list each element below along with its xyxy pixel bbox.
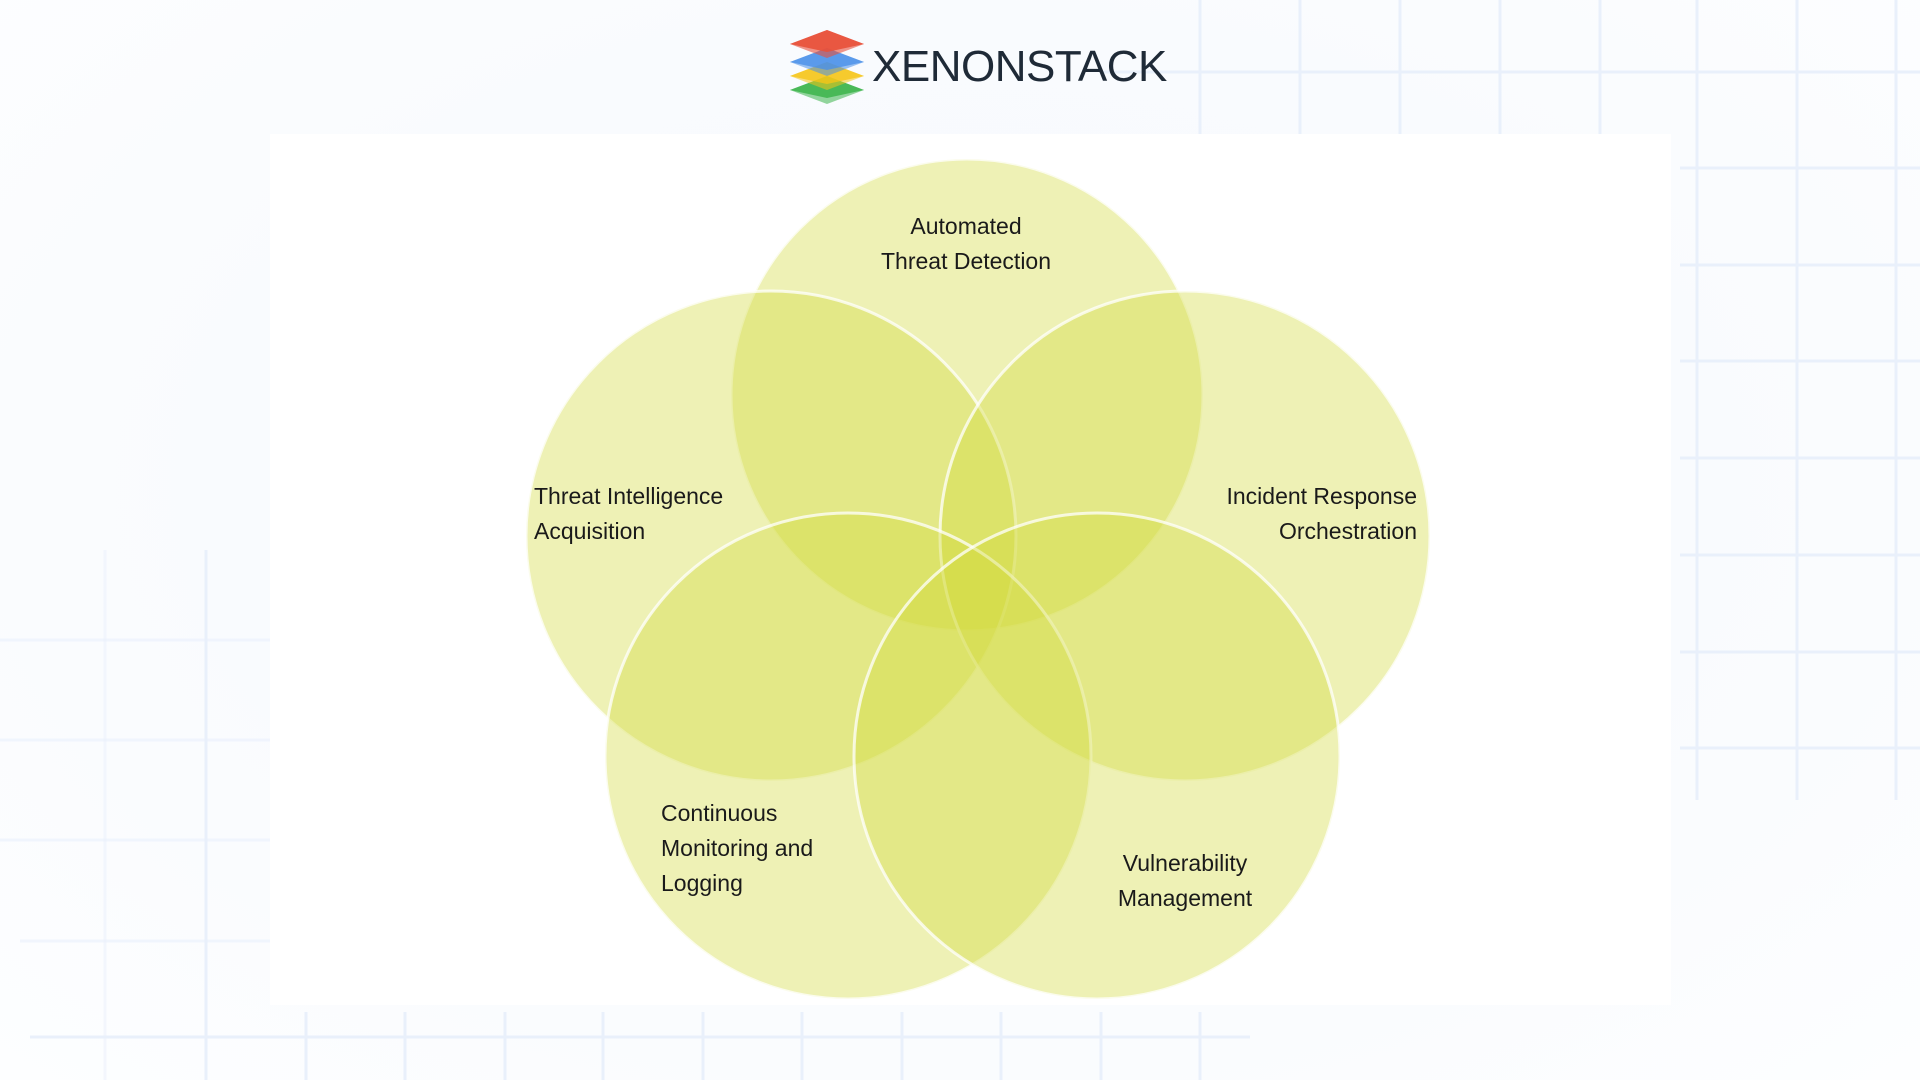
stacked-layers-logo-icon	[790, 30, 864, 104]
diagram-card	[270, 134, 1671, 1005]
label-line: Logging	[661, 870, 743, 896]
brand-logo[interactable]: XENONSTACK	[788, 26, 1167, 110]
label-line: Continuous	[661, 800, 778, 826]
circle-incident-response-orchestration	[938, 289, 1432, 783]
label-automated-threat-detection: Automated Threat Detection	[881, 209, 1051, 279]
brand-name: XENONSTACK	[872, 42, 1167, 91]
header: XENONSTACK	[0, 0, 1920, 134]
label-threat-intelligence-acquisition: Threat Intelligence Acquisition	[534, 479, 723, 549]
label-line: Management	[1117, 885, 1253, 911]
circle-threat-intelligence-acquisition	[524, 289, 1018, 783]
label-incident-response-orchestration: Incident Response Orchestration	[1226, 479, 1417, 549]
circle-vulnerability-management	[852, 511, 1342, 1001]
label-vulnerability-management: Vulnerability Management	[1118, 846, 1252, 916]
label-line: Monitoring and	[661, 835, 814, 861]
label-line: Orchestration	[1278, 518, 1417, 544]
label-continuous-monitoring-logging: Continuous Monitoring and Logging	[661, 796, 813, 901]
circle-continuous-monitoring-logging	[603, 511, 1093, 1001]
label-line: Incident Response	[1226, 483, 1417, 509]
label-line: Acquisition	[534, 518, 646, 544]
label-line: Automated	[910, 213, 1022, 239]
label-line: Threat Intelligence	[534, 483, 724, 509]
label-line: Vulnerability	[1122, 850, 1248, 876]
label-line: Threat Detection	[880, 248, 1052, 274]
